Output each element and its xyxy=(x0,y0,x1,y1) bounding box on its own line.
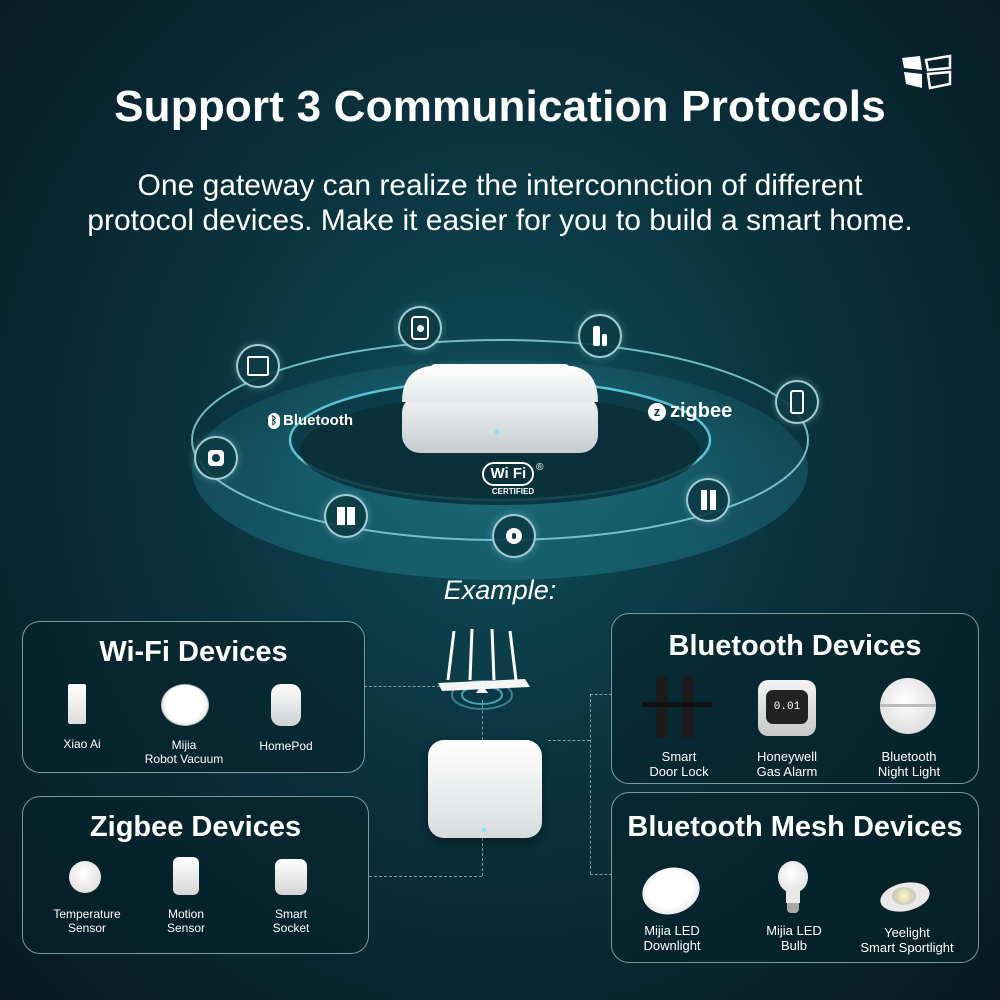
subtitle-line-1: One gateway can realize the interconncti… xyxy=(137,169,863,202)
connector-router-gateway xyxy=(482,700,483,740)
bluetooth-mesh-devices-panel: Bluetooth Mesh Devices Mijia LED Downlig… xyxy=(611,792,979,963)
item-yeelight-smart-sportlight: Yeelight Smart Sportlight xyxy=(860,925,954,955)
connector-bt-v xyxy=(590,694,591,874)
button-icon xyxy=(194,436,238,480)
door-sensor-icon xyxy=(578,314,622,358)
item-smart-door-lock: Smart Door Lock xyxy=(649,749,709,779)
door-lock-icon xyxy=(642,676,712,738)
thermometer-icon xyxy=(775,380,819,424)
connector-zigbee-v xyxy=(482,838,483,876)
switch-icon xyxy=(324,494,368,538)
xiao-ai-icon xyxy=(68,684,86,724)
example-label: Example: xyxy=(443,575,557,605)
item-smart-socket: Smart Socket xyxy=(272,907,310,935)
subtitle-line-2: protocol devices. Make it easier for you… xyxy=(87,204,913,237)
item-temperature-sensor: Temperature Sensor xyxy=(53,907,121,935)
zigbee-devices-panel: Zigbee Devices Temperature Sensor Motion… xyxy=(22,796,369,954)
gas-alarm-display: 0.01 xyxy=(773,701,801,713)
wifi-certified-text: CERTIFIED xyxy=(491,487,535,496)
item-bluetooth-night-light: Bluetooth Night Light xyxy=(877,749,941,779)
drop-icon xyxy=(492,514,536,558)
item-mijia-led-bulb: Mijia LED Bulb xyxy=(766,923,822,953)
connector-mesh-h xyxy=(590,874,612,875)
item-honeywell-gas-alarm: Honeywell Gas Alarm xyxy=(756,749,818,779)
led-downlight-icon xyxy=(637,861,705,921)
night-light-icon xyxy=(880,678,936,734)
bluetooth-devices-panel: Bluetooth Devices Smart Door Lock 0.01 H… xyxy=(611,613,979,784)
connector-zigbee-h xyxy=(369,876,482,877)
temperature-sensor-icon xyxy=(69,861,101,893)
item-mijia: Mijia Robot Vacuum xyxy=(144,738,224,766)
connector-bt-h1 xyxy=(548,740,590,741)
wifi-devices-panel: Wi-Fi Devices Xiao Ai Mijia Robot Vacuum… xyxy=(22,621,365,773)
router-icon xyxy=(438,628,530,710)
connector-wifi xyxy=(364,686,440,687)
wifi-logo: Wi Fi xyxy=(482,462,535,486)
gateway-hub-icon xyxy=(402,364,598,453)
sportlight-icon xyxy=(877,875,933,916)
led-bulb-icon xyxy=(778,861,808,917)
gas-alarm-icon: 0.01 xyxy=(758,680,816,736)
curtain-icon xyxy=(686,478,730,522)
bluetooth-panel-title: Bluetooth Devices xyxy=(668,630,922,662)
motion-sensor-icon xyxy=(173,857,199,895)
bluetooth-label: ᛒ Bluetooth xyxy=(268,412,353,429)
bluetooth-icon: ᛒ xyxy=(268,412,280,429)
zigbee-panel-title: Zigbee Devices xyxy=(89,811,302,843)
page-subtitle: One gateway can realize the interconncti… xyxy=(60,168,940,238)
robot-vacuum-icon xyxy=(161,684,209,726)
smart-socket-icon xyxy=(275,859,307,895)
camera-icon xyxy=(398,306,442,350)
item-mijia-led-downlight: Mijia LED Downlight xyxy=(643,923,701,953)
zigbee-icon: z xyxy=(648,402,666,421)
wifi-panel-title: Wi-Fi Devices xyxy=(99,636,288,668)
wifi-certified-badge: Wi Fi ® CERTIFIED xyxy=(480,462,546,496)
connector-bt-h2 xyxy=(590,694,612,695)
item-motion-sensor: Motion Sensor xyxy=(166,907,206,935)
page-title: Support 3 Communication Protocols xyxy=(114,82,886,131)
zigbee-label: z zigbee xyxy=(648,400,732,423)
item-xiao-ai: Xiao Ai xyxy=(63,737,101,751)
mesh-panel-title: Bluetooth Mesh Devices xyxy=(627,811,963,843)
item-homepod: HomePod xyxy=(259,739,313,753)
gateway-icon xyxy=(428,740,542,838)
tablet-icon xyxy=(236,344,280,388)
homepod-icon xyxy=(271,684,301,726)
logo-icon xyxy=(902,54,952,90)
